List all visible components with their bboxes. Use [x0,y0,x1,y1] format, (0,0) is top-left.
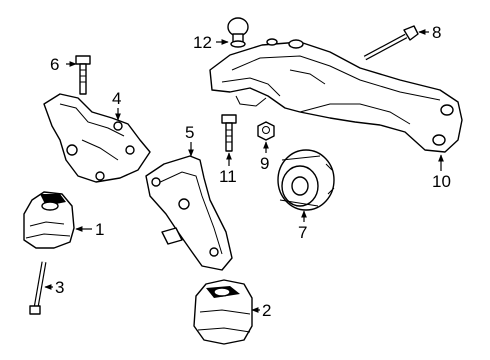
nut-part [257,121,275,141]
engine-bracket-part [43,93,151,183]
callout-4: 4 [112,89,121,108]
callout-7: 7 [298,223,307,242]
callout-labels: 1 2 3 4 5 6 7 8 9 10 11 12 [50,23,451,320]
callout-1: 1 [95,220,104,239]
bolt-part-11 [221,114,237,152]
callout-12: 12 [193,33,212,52]
callout-5: 5 [185,123,194,142]
rubber-stopper-part [227,17,249,48]
bolt-part-6 [75,55,91,95]
leader-lines [44,29,444,313]
callout-3: 3 [55,278,64,297]
transmission-mount-part [277,149,335,211]
side-bracket-part [145,155,233,271]
callout-10: 10 [432,172,451,191]
engine-mount-part-1 [23,191,75,249]
callout-2: 2 [262,301,271,320]
callout-6: 6 [50,55,59,74]
callout-11: 11 [219,167,237,186]
callout-8: 8 [432,23,441,42]
long-bolt-part-3 [29,261,47,315]
engine-mount-part-2 [193,279,253,345]
crossmember-part [209,38,463,153]
callout-9: 9 [260,154,269,173]
long-bolt-part [363,25,419,61]
